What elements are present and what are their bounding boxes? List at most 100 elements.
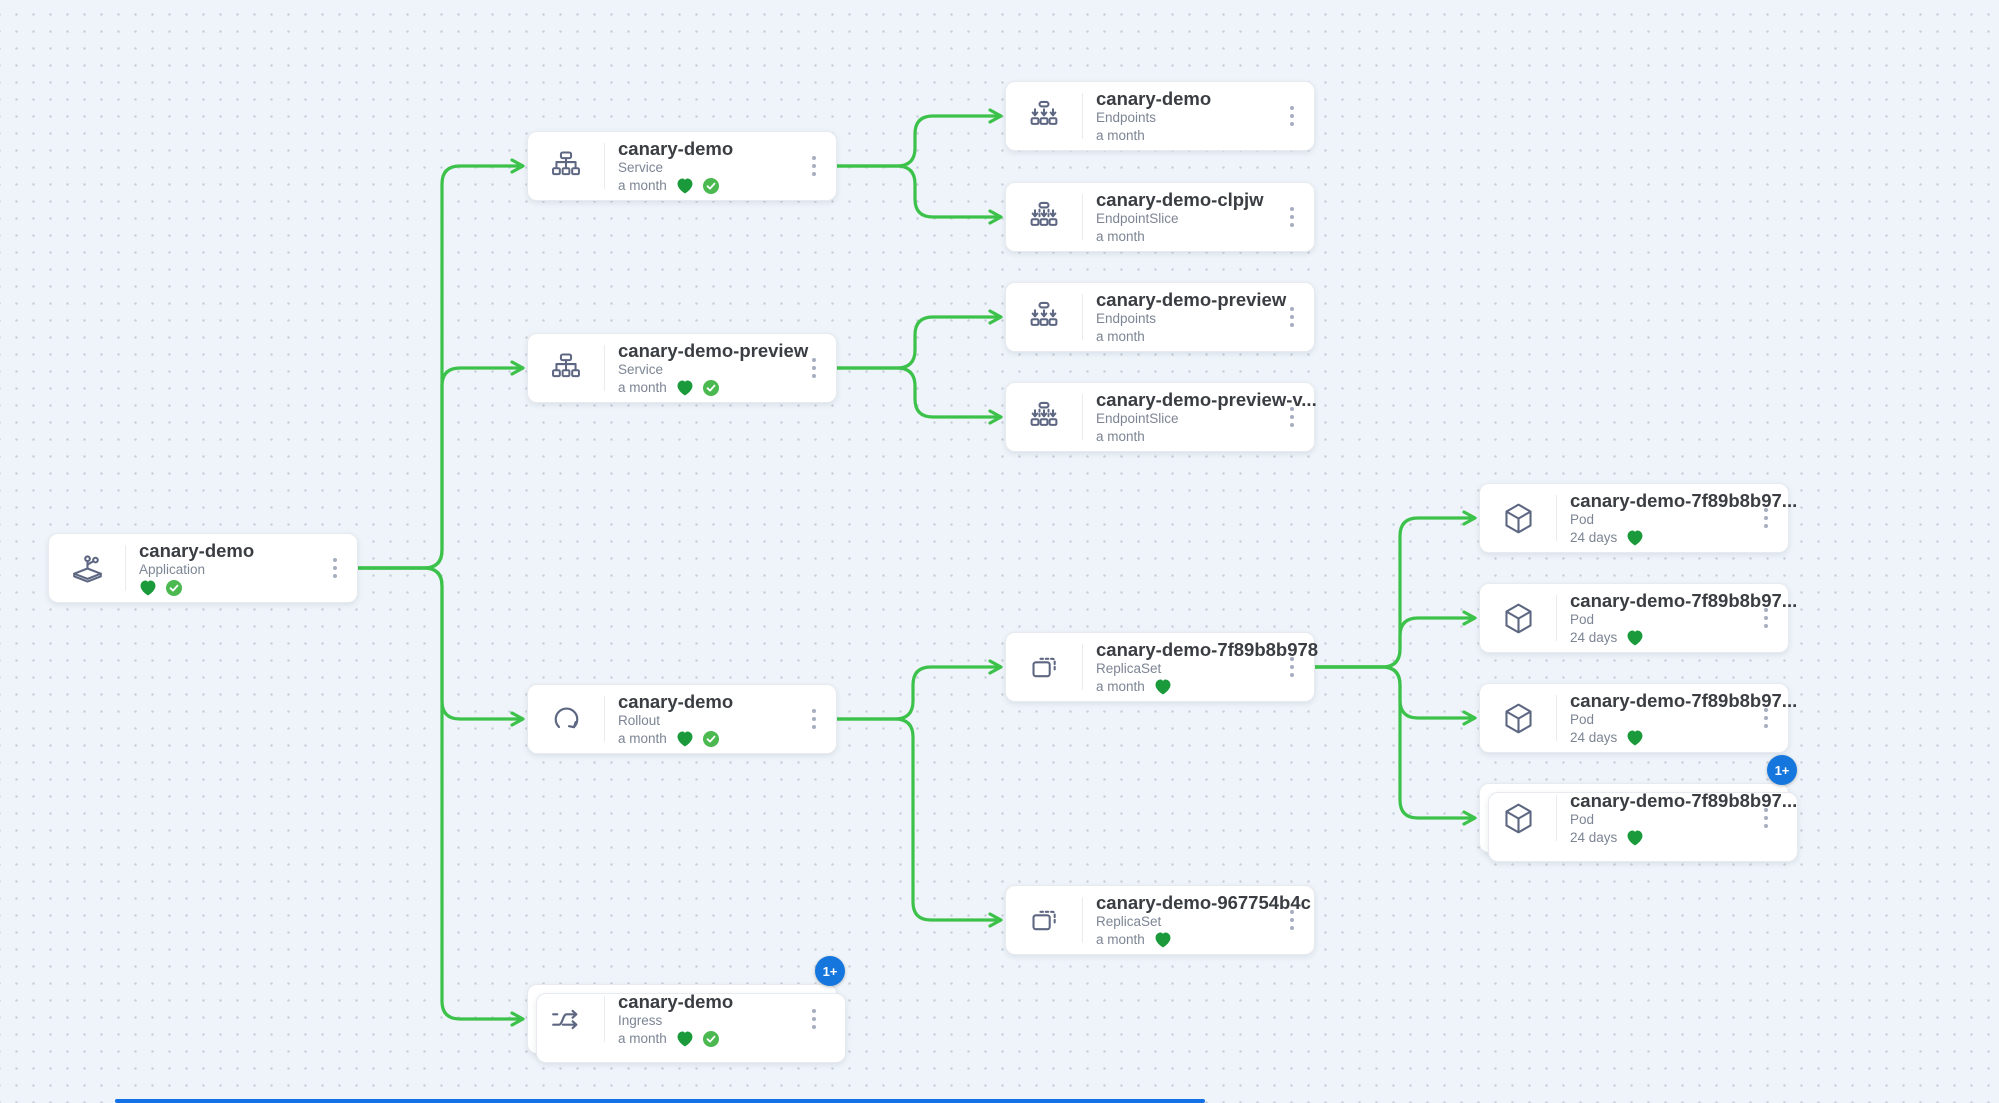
resource-status-row: a month <box>618 178 834 194</box>
resource-status-row: a month <box>1096 329 1312 345</box>
service-icon <box>528 345 605 391</box>
resource-status-row: 24 days <box>1570 830 1786 846</box>
resource-age: a month <box>618 731 667 746</box>
resource-status-row: a month <box>1096 932 1312 948</box>
resource-status-row: 24 days <box>1570 730 1786 746</box>
pod-icon <box>1480 795 1557 841</box>
kebab-menu-icon[interactable] <box>804 1005 824 1033</box>
edge-arrowhead-icon <box>988 108 1003 124</box>
resource-name: canary-demo <box>618 138 734 159</box>
edge-rs1-to-pod3 <box>1313 665 1476 720</box>
edge-arrowhead-icon <box>1462 810 1477 826</box>
resource-status-row: a month <box>1096 128 1312 144</box>
rollout-icon <box>528 696 605 742</box>
resource-kind: Pod <box>1570 612 1595 627</box>
kebab-menu-icon[interactable] <box>804 705 824 733</box>
endpoints-icon <box>1006 93 1083 139</box>
resource-age: 24 days <box>1570 530 1618 545</box>
edge-svc-to-eps <box>835 164 1002 219</box>
synced-check-icon <box>702 178 719 194</box>
kebab-menu-icon[interactable] <box>1282 102 1302 130</box>
synced-check-icon <box>166 580 182 596</box>
kebab-menu-icon[interactable] <box>1756 604 1776 632</box>
service-icon <box>528 143 605 189</box>
horizontal-scrollbar[interactable] <box>115 1099 1205 1103</box>
edge-app-to-ingress <box>356 566 524 1021</box>
kebab-menu-icon[interactable] <box>1756 504 1776 532</box>
resource-age: a month <box>618 178 667 193</box>
kebab-menu-icon[interactable] <box>1756 804 1776 832</box>
kebab-menu-icon[interactable] <box>325 554 345 582</box>
resource-name: canary-demo-7f89b8b97... <box>1570 690 1798 711</box>
replicaset-icon <box>1006 897 1083 943</box>
kebab-menu-icon[interactable] <box>1756 704 1776 732</box>
healthy-heart-icon <box>140 580 156 596</box>
more-items-badge[interactable]: 1+ <box>815 956 845 986</box>
edge-svc-preview-to-eps-preview <box>835 366 1002 419</box>
edge-app-to-rollout <box>356 566 524 721</box>
edge-arrowhead-icon <box>1462 610 1477 626</box>
resource-name: canary-demo-preview <box>1096 289 1287 310</box>
resource-kind: Application <box>139 562 206 577</box>
kebab-menu-icon[interactable] <box>1282 303 1302 331</box>
kebab-menu-icon[interactable] <box>804 152 824 180</box>
kebab-menu-icon[interactable] <box>804 354 824 382</box>
resource-age: a month <box>1096 128 1145 143</box>
resource-status-row: a month <box>618 1031 834 1047</box>
kebab-menu-icon[interactable] <box>1282 403 1302 431</box>
resource-status-row: a month <box>618 380 834 396</box>
resource-age: 24 days <box>1570 830 1618 845</box>
replicaset-icon <box>1006 644 1083 690</box>
healthy-heart-icon <box>1155 932 1171 948</box>
kebab-menu-icon[interactable] <box>1282 203 1302 231</box>
resource-kind: Endpoints <box>1096 311 1157 326</box>
kebab-menu-icon[interactable] <box>1282 653 1302 681</box>
healthy-heart-icon <box>1627 830 1643 846</box>
healthy-heart-icon <box>677 178 693 194</box>
healthy-heart-icon <box>677 1031 693 1047</box>
more-items-badge[interactable]: 1+ <box>1767 755 1797 785</box>
resource-age: 24 days <box>1570 630 1618 645</box>
resource-status-row: a month <box>618 731 834 747</box>
edge-arrowhead-icon <box>988 309 1003 325</box>
kebab-menu-icon[interactable] <box>1282 906 1302 934</box>
edge-app-to-svc-preview <box>356 366 524 570</box>
resource-kind: Endpoints <box>1096 110 1157 125</box>
edge-arrowhead-icon <box>988 409 1003 425</box>
healthy-heart-icon <box>677 731 693 747</box>
resource-kind: ReplicaSet <box>1096 661 1162 676</box>
resource-age: a month <box>1096 429 1145 444</box>
resource-kind: Service <box>618 362 664 377</box>
edge-rollout-to-rs2 <box>835 717 1002 922</box>
edge-rs1-to-pod4 <box>1313 665 1476 820</box>
pod-icon <box>1480 495 1557 541</box>
